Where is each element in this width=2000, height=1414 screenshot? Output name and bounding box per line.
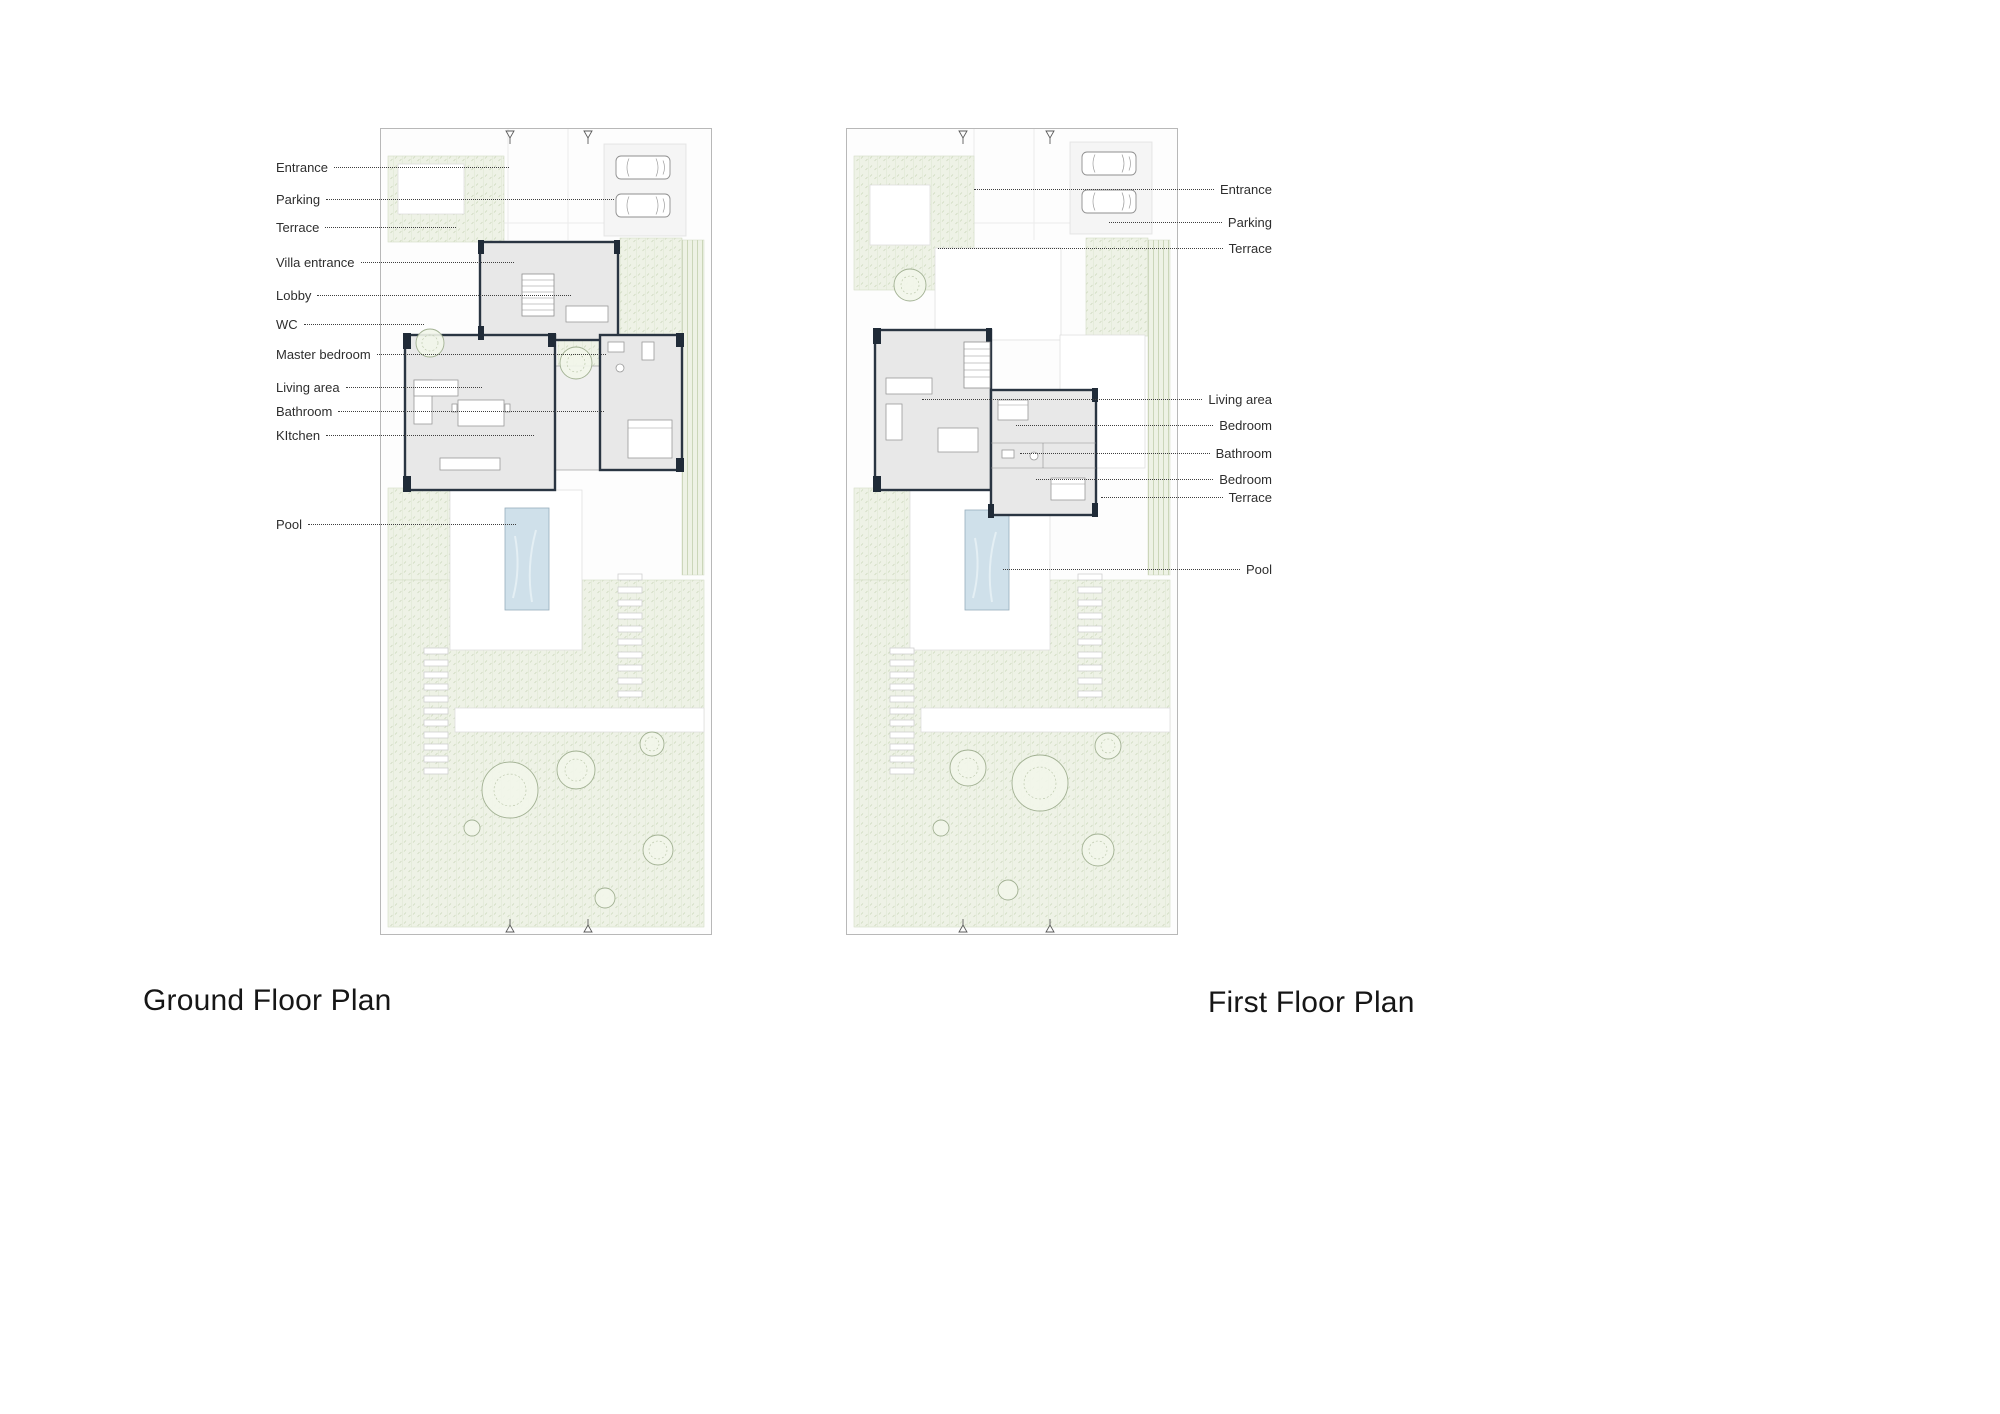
label-entrance: Entrance [968,181,1272,197]
label-text: Master bedroom [276,346,371,362]
leader-line [360,261,514,263]
label-text: Parking [276,191,321,207]
label-bathroom: Bathroom [276,403,610,419]
ground-floor-drawing [380,128,712,935]
leader-line [938,247,1223,249]
label-living-area: Living area [276,379,488,395]
label-parking: Parking [276,191,620,207]
car-icon [615,155,671,180]
label-text: Lobby [276,287,312,303]
label-text: Living area [1208,391,1272,407]
parking-area [1069,141,1153,235]
label-text: Terrace [1228,240,1272,256]
corridor [554,365,601,471]
label-kitchen: KItchen [276,427,540,443]
leader-line [326,434,534,436]
first-plan-title: First Floor Plan [1208,986,1415,1019]
first-floor-drawing [846,128,1178,935]
leader-line [334,166,509,168]
stepping-stones [423,573,643,775]
label-text: Bathroom [276,403,333,419]
label-master-bedroom: Master bedroom [276,346,612,362]
label-parking: Parking [1103,214,1272,230]
label-text: Terrace [1228,489,1272,505]
wall-accents [403,240,684,492]
leader-line [974,188,1214,190]
parking-area [603,143,687,237]
label-terrace: Terrace [276,219,462,235]
label-bathroom: Bathroom [1014,445,1272,461]
leader-line [308,523,516,525]
staircase [963,341,991,389]
ground-plan-title: Ground Floor Plan [143,984,392,1017]
label-terrace-2: Terrace [1095,489,1272,505]
leader-line [922,398,1203,400]
label-villa-entrance: Villa entrance [276,254,520,270]
leader-line [303,323,424,325]
label-pool: Pool [276,516,522,532]
pool [964,509,1010,611]
label-text: Pool [1245,561,1272,577]
furniture [413,305,673,471]
furniture [885,377,1086,501]
partitions [991,442,1096,469]
section-markers [958,130,1055,933]
label-text: Living area [276,379,340,395]
leader-line [325,226,456,228]
label-entrance: Entrance [276,159,515,175]
leader-line [1016,424,1214,426]
label-text: Parking [1227,214,1272,230]
pool [504,507,550,611]
label-text: Bedroom [1219,417,1272,433]
label-text: Villa entrance [276,254,355,270]
leader-line [1020,452,1210,454]
label-text: KItchen [276,427,321,443]
label-terrace: Terrace [932,240,1272,256]
label-lobby: Lobby [276,287,577,303]
label-text: Entrance [276,159,329,175]
label-text: Bedroom [1219,471,1272,487]
section-markers [505,130,593,933]
leader-line [1036,478,1214,480]
leader-line [1003,568,1240,570]
trees [415,328,674,909]
leader-line [317,294,571,296]
label-text: Bathroom [1215,445,1272,461]
building [873,328,1146,518]
label-text: Pool [276,516,303,532]
trees [893,268,1122,901]
label-bedroom: Bedroom [1010,417,1272,433]
leader-line [345,386,482,388]
label-living-area: Living area [916,391,1272,407]
leader-line [326,198,614,200]
leader-line [376,353,606,355]
label-bedroom-2: Bedroom [1030,471,1272,487]
label-text: Entrance [1219,181,1272,197]
building [403,240,684,492]
leader-line [338,410,604,412]
stepping-stones [889,573,1103,775]
leader-line [1109,221,1222,223]
wall-accents [873,328,1098,518]
label-wc: WC [276,316,430,332]
label-text: WC [276,316,298,332]
label-text: Terrace [276,219,320,235]
leader-line [1101,496,1223,498]
car-icon [1081,151,1137,176]
label-pool: Pool [997,561,1272,577]
car-icon [615,193,671,218]
